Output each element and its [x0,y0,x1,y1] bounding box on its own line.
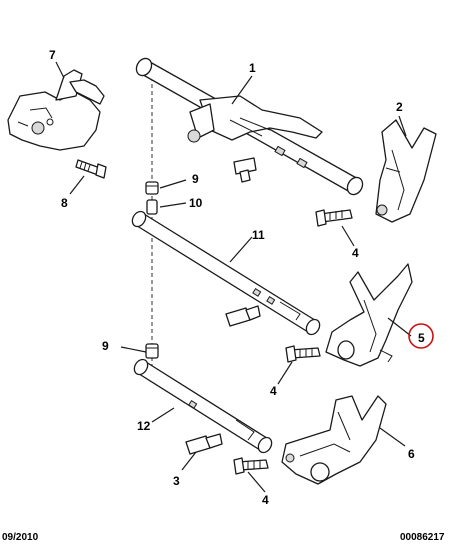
bolt-under-shaft-1 [233,157,257,183]
callout-10: 10 [189,196,203,210]
part-9-pin-lower [145,343,159,359]
part-1-selector-shaft [135,57,364,196]
callout-7: 7 [49,48,56,62]
footer-date: 09/2010 [2,532,39,543]
callout-3: 3 [173,474,180,488]
callout-8: 8 [61,196,68,210]
callout-5: 5 [418,331,425,345]
callout-4-lower: 4 [262,493,269,507]
callout-12: 12 [137,419,151,433]
part-6-fork-bracket [281,395,387,485]
part-4-bolt-upper [315,209,353,227]
callout-2: 2 [396,100,403,114]
callout-9-lower: 9 [102,339,109,353]
callout-4-middle: 4 [270,384,277,398]
part-8-bolt [75,159,107,179]
part-7-bracket [7,69,105,151]
part-9-pin-upper [145,181,159,195]
part-11-selector-shaft [131,210,321,336]
part-5-shift-fork [325,263,413,367]
callout-6: 6 [408,447,415,461]
callout-5-highlight-ring [408,323,434,349]
callout-9-upper: 9 [192,172,199,186]
part-4-bolt-lower [233,457,269,475]
part-3-bolt [185,433,223,455]
callout-1: 1 [249,61,256,75]
part-2-shift-fork [375,119,437,223]
part-4-bolt-middle [285,345,321,363]
callout-11: 11 [252,228,265,242]
part-12-selector-shaft [133,358,273,454]
callout-4-upper: 4 [352,246,359,260]
bolt-under-shaft-11 [225,305,261,327]
footer-reference: 00086217 [400,532,445,543]
leader-lines [55,61,412,493]
part-10-pin [146,199,158,215]
